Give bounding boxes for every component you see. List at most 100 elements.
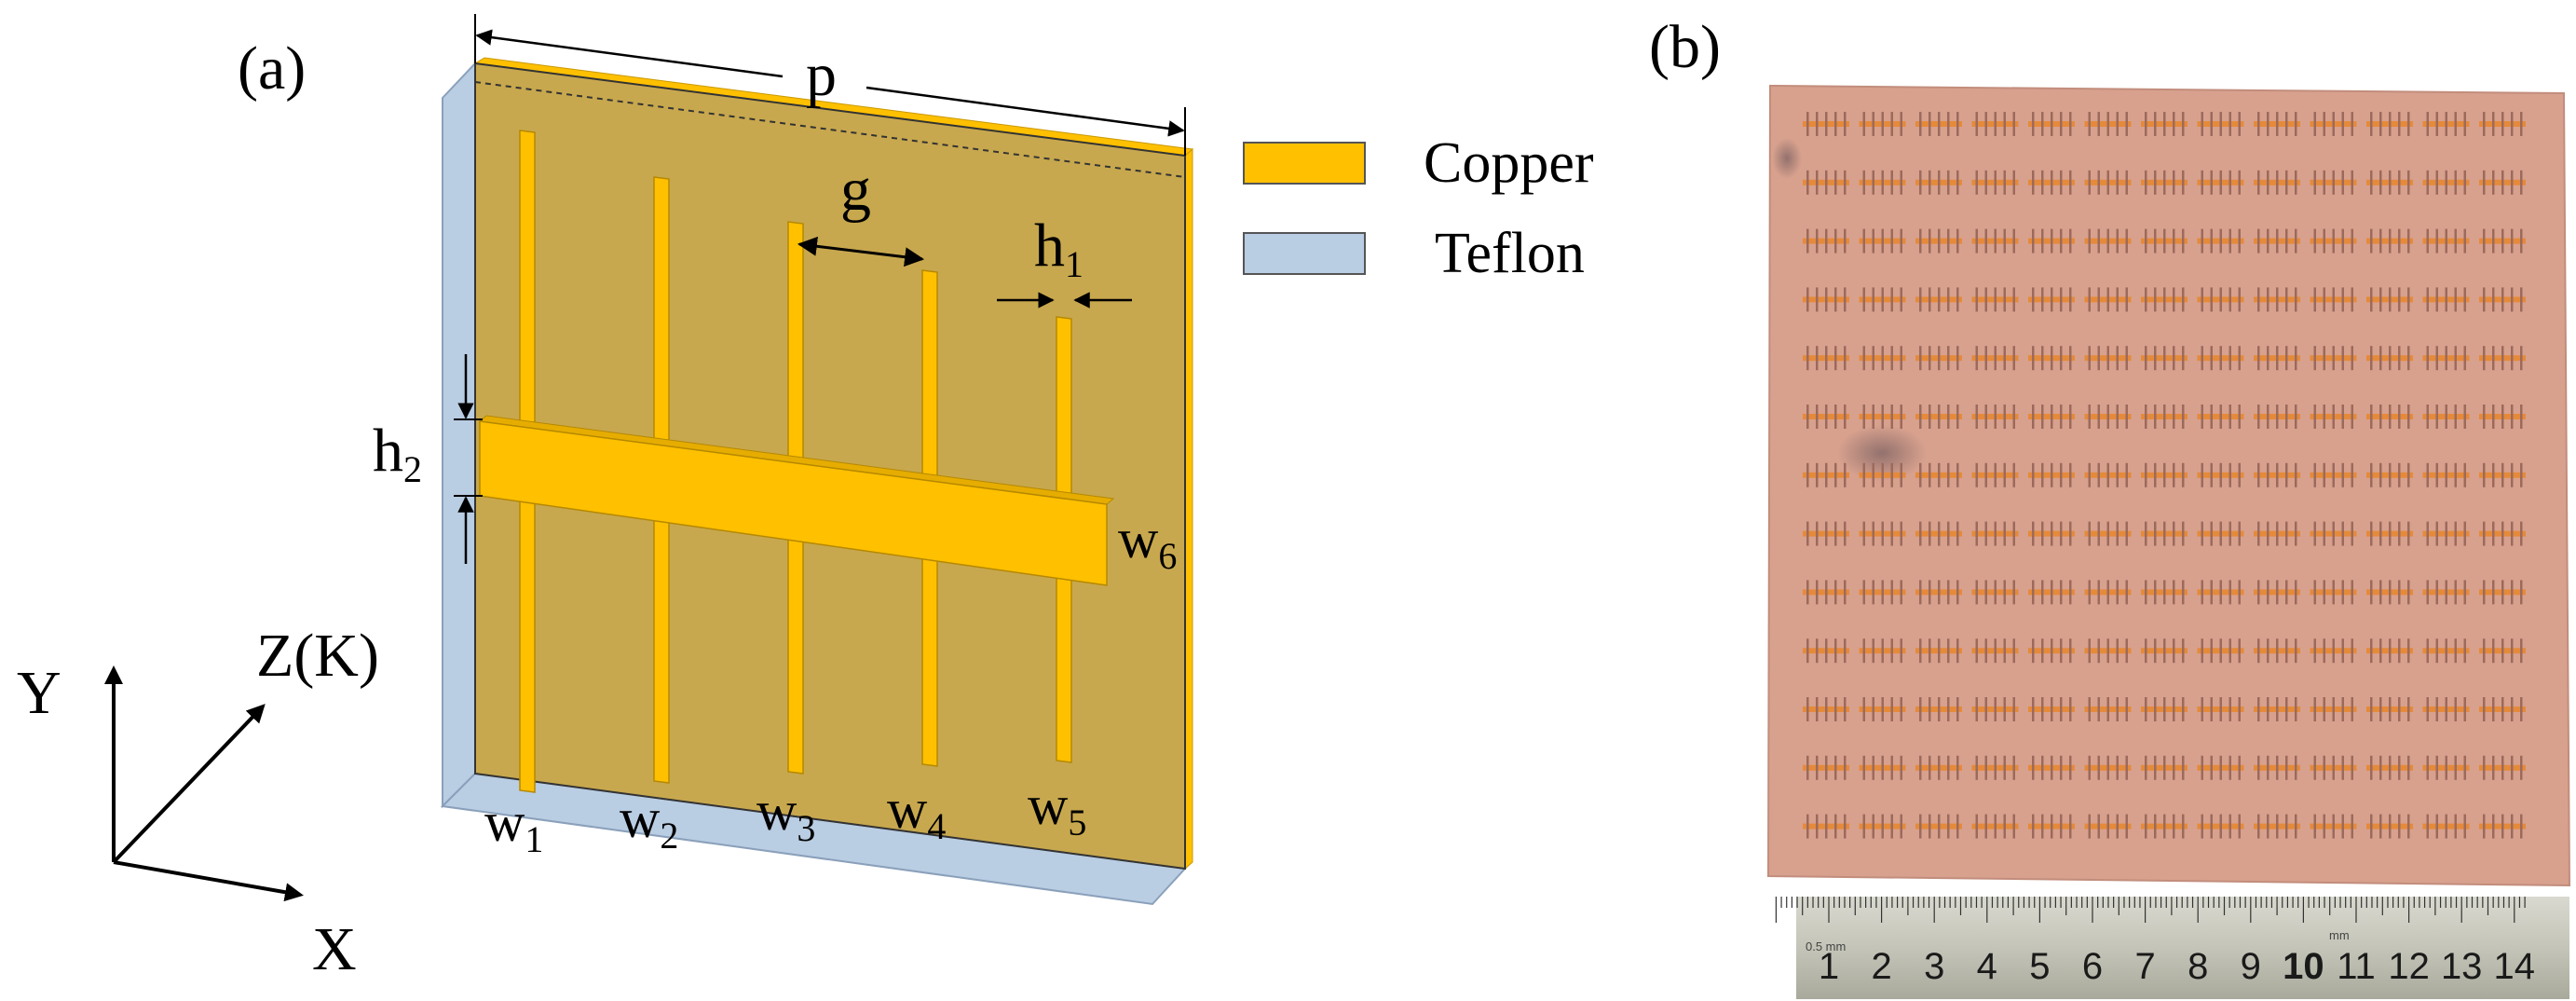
unit-cell-strip bbox=[2051, 287, 2053, 312]
dim-g-label: g bbox=[840, 156, 871, 224]
unit-cell-strip bbox=[2051, 580, 2053, 605]
unit-cell-strip bbox=[2285, 521, 2288, 546]
unit-cell-strip bbox=[2492, 462, 2495, 487]
unit-cell bbox=[1915, 287, 1962, 312]
unit-cell bbox=[2197, 697, 2244, 721]
ruler-number: 10 bbox=[2283, 946, 2324, 987]
unit-cell-strip bbox=[2483, 228, 2486, 254]
unit-cell-strip bbox=[1929, 521, 1931, 546]
unit-cell-strip bbox=[2097, 755, 2100, 780]
unit-cell-strip bbox=[2501, 697, 2504, 721]
unit-cell-strip bbox=[2097, 580, 2100, 605]
unit-cell-strip bbox=[1844, 346, 1847, 371]
unit-cell-strip bbox=[2379, 287, 2382, 312]
unit-cell-strip bbox=[2435, 638, 2438, 664]
unit-cell-strip bbox=[2154, 697, 2157, 721]
unit-cell-strip bbox=[2032, 755, 2035, 780]
unit-cell-strip bbox=[1929, 287, 1931, 312]
unit-cell-strip bbox=[2379, 170, 2382, 195]
unit-cell-strip bbox=[1994, 580, 1997, 605]
unit-cell-strip bbox=[2285, 170, 2288, 195]
unit-cell-strip bbox=[2145, 228, 2147, 254]
unit-cell-strip bbox=[2285, 287, 2288, 312]
unit-cell-strip bbox=[2426, 580, 2429, 605]
unit-cell-strip bbox=[2201, 814, 2203, 839]
unit-cell-strip bbox=[2116, 112, 2119, 136]
unit-cell-strip bbox=[2219, 112, 2222, 136]
unit-cell-strip bbox=[2511, 462, 2514, 487]
unit-cell-strip bbox=[2201, 346, 2203, 371]
unit-cell-strip bbox=[2501, 814, 2504, 839]
unit-cell-strip bbox=[2520, 638, 2523, 664]
unit-cell bbox=[2197, 346, 2244, 371]
unit-cell-strip bbox=[2051, 755, 2053, 780]
unit-cell bbox=[2422, 112, 2470, 136]
unit-cell bbox=[2141, 228, 2188, 254]
unit-cell-strip bbox=[2332, 697, 2335, 721]
unit-cell-strip bbox=[2173, 287, 2175, 312]
unit-cell-strip bbox=[2069, 755, 2072, 780]
unit-cell bbox=[2028, 287, 2075, 312]
unit-cell-strip bbox=[2238, 521, 2241, 546]
unit-cell-strip bbox=[2257, 287, 2260, 312]
unit-cell-strip bbox=[2379, 755, 2382, 780]
unit-cell-strip bbox=[2492, 228, 2495, 254]
unit-cell bbox=[2028, 814, 2075, 839]
unit-cell-strip bbox=[2323, 697, 2325, 721]
unit-cell-strip bbox=[2379, 346, 2382, 371]
unit-cell-strip bbox=[2389, 112, 2392, 136]
unit-cell-strip bbox=[2012, 697, 2015, 721]
unit-cell-strip bbox=[2332, 112, 2335, 136]
unit-cell-strip bbox=[2267, 287, 2269, 312]
unit-cell bbox=[1859, 814, 1906, 839]
unit-cell-strip bbox=[2295, 112, 2297, 136]
unit-cell bbox=[2028, 346, 2075, 371]
unit-cell-strip bbox=[1956, 346, 1959, 371]
unit-cell-strip bbox=[2407, 346, 2410, 371]
unit-cell-strip bbox=[1938, 287, 1941, 312]
unit-cell-strip bbox=[1825, 697, 1828, 721]
unit-cell-strip bbox=[2341, 697, 2344, 721]
unit-cell-strip bbox=[2106, 697, 2109, 721]
legend-label-copper: Copper bbox=[1424, 131, 1594, 195]
unit-cell-strip bbox=[1825, 755, 1828, 780]
unit-cell-strip bbox=[2012, 580, 2015, 605]
sample-photo bbox=[1766, 84, 2571, 887]
unit-cell bbox=[2310, 346, 2357, 371]
unit-cell bbox=[1859, 697, 1906, 721]
unit-cell-strip bbox=[2032, 814, 2035, 839]
unit-cell-strip bbox=[2501, 521, 2504, 546]
unit-cell-strip bbox=[2492, 521, 2495, 546]
unit-cell-strip bbox=[2201, 755, 2203, 780]
unit-cell bbox=[2254, 755, 2300, 780]
unit-cell-strip bbox=[1872, 814, 1874, 839]
unit-cell bbox=[2254, 228, 2300, 254]
unit-cell-strip bbox=[2295, 814, 2297, 839]
unit-cell-strip bbox=[2483, 405, 2486, 429]
unit-cell-strip bbox=[2032, 112, 2035, 136]
unit-cell-strip bbox=[1881, 521, 1884, 546]
unit-cell-strip bbox=[2051, 170, 2053, 195]
unit-cell bbox=[1803, 228, 1849, 254]
unit-cell-strip bbox=[2445, 170, 2447, 195]
unit-cell-strip bbox=[2051, 462, 2053, 487]
unit-cell-strip bbox=[1975, 228, 1978, 254]
unit-cell-strip bbox=[2454, 228, 2457, 254]
unit-cell bbox=[1915, 170, 1962, 195]
unit-cell bbox=[2028, 580, 2075, 605]
unit-cell-strip bbox=[1834, 112, 1837, 136]
unit-cell bbox=[2422, 405, 2470, 429]
unit-cell bbox=[2310, 228, 2357, 254]
unit-cell bbox=[2479, 228, 2526, 254]
unit-cell-strip bbox=[1947, 112, 1950, 136]
unit-cell-strip bbox=[1862, 697, 1865, 721]
unit-cell bbox=[2310, 638, 2357, 664]
unit-cell-strip bbox=[2060, 580, 2063, 605]
unit-cell-strip bbox=[2041, 814, 2044, 839]
unit-cell-strip bbox=[1984, 405, 1987, 429]
unit-cell-strip bbox=[2210, 638, 2213, 664]
dim-h2-label: h2 bbox=[373, 417, 422, 490]
teflon-side-face bbox=[442, 61, 476, 809]
unit-cell-strip bbox=[1919, 287, 1922, 312]
ruler-unit-right: mm bbox=[2329, 928, 2350, 942]
